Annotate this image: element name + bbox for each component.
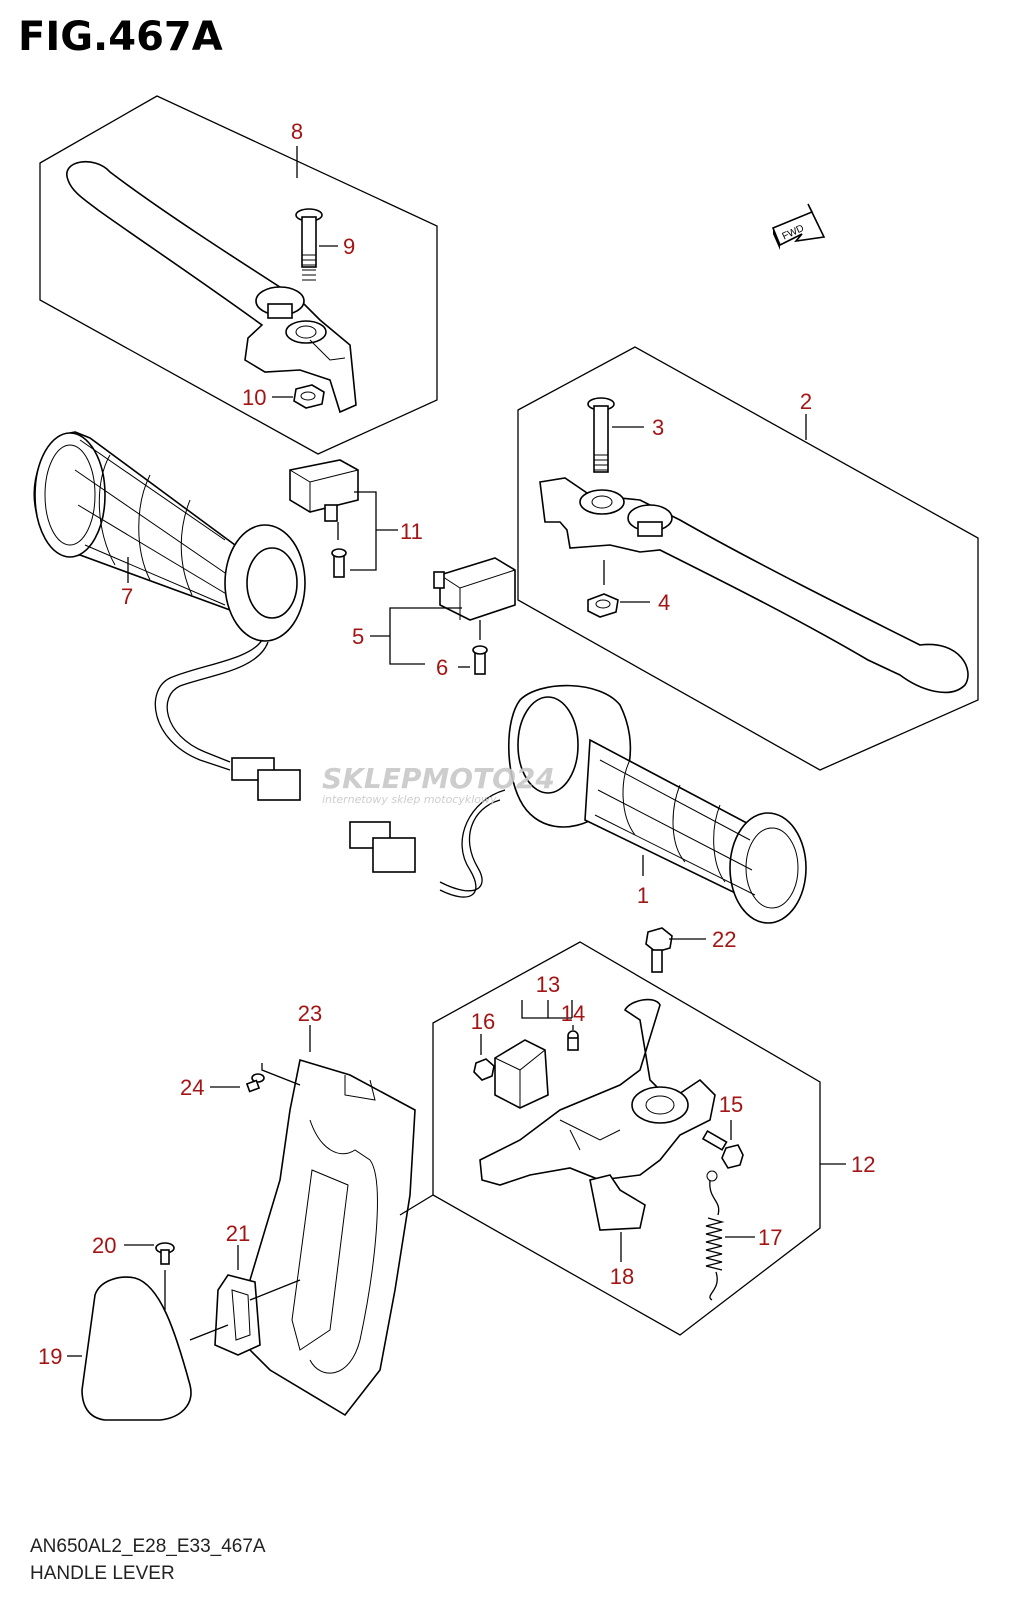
callout-22: 22	[712, 927, 736, 952]
callout-11: 11	[400, 519, 423, 544]
callout-3: 3	[652, 415, 664, 440]
callout-23: 23	[298, 1001, 322, 1026]
watermark-tagline: internetowy sklep motocyklowy	[322, 793, 497, 806]
leader-lines	[67, 146, 846, 1357]
bolt-22-drawing	[645, 927, 673, 973]
fwd-arrow-icon: FWD	[771, 203, 826, 250]
spring-17-drawing	[705, 1170, 725, 1301]
callout-20: 20	[92, 1233, 116, 1258]
callout-8: 8	[291, 119, 303, 144]
insert-21-drawing	[214, 1274, 261, 1356]
bolt-3-drawing	[587, 397, 615, 473]
figure-title: FIG.467A	[18, 14, 223, 60]
callout-17: 17	[758, 1225, 782, 1250]
callout-13: 13	[536, 972, 560, 997]
assembly-box-2	[517, 346, 979, 771]
callout-12: 12	[851, 1152, 875, 1177]
bolt-9-drawing	[295, 208, 323, 281]
callout-5: 5	[352, 624, 364, 649]
grip-1-drawing	[349, 684, 807, 924]
figure-code: AN650AL2_E28_E33_467A	[30, 1536, 266, 1557]
bolt-15-drawing	[701, 1129, 744, 1169]
callout-16: 16	[471, 1009, 495, 1034]
nut-16-drawing	[473, 1058, 495, 1081]
callout-10: 10	[242, 385, 266, 410]
callout-14: 14	[561, 1001, 585, 1026]
lever-2-drawing	[539, 477, 969, 694]
callout-7: 7	[121, 584, 133, 609]
screw-20-drawing	[155, 1242, 175, 1265]
callout-15: 15	[719, 1092, 743, 1117]
screw-24-drawing	[245, 1073, 265, 1093]
callout-9: 9	[343, 234, 355, 259]
bracket-12-drawing	[479, 998, 716, 1231]
screw-14-drawing	[567, 1030, 579, 1051]
switch-11-drawing	[289, 459, 398, 578]
figure-name: HANDLE LEVER	[30, 1563, 175, 1584]
callout-4: 4	[658, 590, 670, 615]
callout-6: 6	[436, 655, 448, 680]
callout-1: 1	[637, 883, 649, 908]
callout-21: 21	[226, 1221, 250, 1246]
watermark-brand: SKLEPMOTO24	[322, 762, 555, 795]
nut-10-drawing	[293, 384, 325, 409]
handle-23-drawing	[239, 1058, 416, 1417]
callout-2: 2	[800, 389, 812, 414]
assembly-box-8	[39, 95, 438, 455]
switch-13-drawing	[494, 1000, 573, 1109]
watermark: SKLEPMOTO24 internetowy sklep motocyklow…	[322, 762, 555, 806]
grip-7-drawing	[33, 431, 306, 801]
callout-24: 24	[180, 1075, 204, 1100]
callouts: 8 9 10 7 11 5 6 2 3 4 1 22 13 14 16 15 1…	[38, 119, 875, 1369]
callout-19: 19	[38, 1344, 62, 1369]
callout-18: 18	[610, 1264, 634, 1289]
cover-19-drawing	[81, 1276, 192, 1421]
nut-4-drawing	[587, 593, 619, 618]
switch-5-drawing	[370, 557, 516, 675]
lever-8-drawing	[66, 160, 357, 414]
